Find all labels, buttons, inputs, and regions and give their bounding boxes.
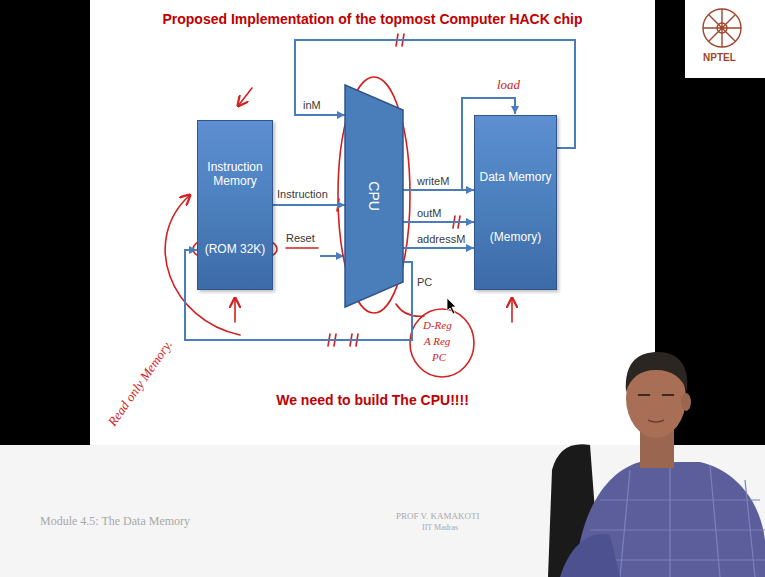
arm	[560, 534, 620, 577]
memory-block: Data Memory (Memory)	[474, 115, 557, 290]
eyes	[638, 394, 674, 396]
handwritten-note: D-Reg	[423, 319, 452, 332]
pen-circle	[338, 77, 410, 313]
module-caption: Module 4.5: The Data Memory	[40, 515, 190, 529]
signal-name: addressM	[416, 233, 466, 246]
handwritten-note: load	[497, 78, 520, 93]
signal-wire	[403, 189, 474, 191]
nptel-logo	[703, 9, 741, 47]
pen-arrow	[511, 298, 513, 322]
signal-name: writeM	[416, 175, 450, 188]
pen-annotations	[165, 34, 512, 377]
slide-ground	[0, 0, 765, 445]
slide-remark: We need to build The CPU!!!!	[90, 392, 655, 408]
video-bar	[685, 78, 765, 445]
pen-underline	[286, 247, 318, 249]
pen-arrow	[234, 298, 236, 322]
institute-name: IIT Madras	[422, 523, 458, 532]
reset-wire	[320, 255, 344, 257]
signal-name: outM	[416, 207, 442, 220]
logo-text: NPTEL	[703, 52, 736, 64]
cpu-label: CPU	[366, 167, 382, 225]
signal-name: Instruction	[276, 188, 329, 201]
lecturer-name: PROF V. KAMAKOTI	[396, 511, 479, 521]
signal-wire	[403, 221, 474, 223]
video-bar	[0, 0, 90, 445]
mouth	[648, 420, 664, 422]
memory-block: Instruction Memory (ROM 32K)	[197, 120, 273, 290]
signal-name: PC	[416, 276, 433, 289]
pen-circle	[410, 309, 474, 377]
block-label: Data Memory	[475, 171, 556, 185]
signal-name: Reset	[286, 232, 315, 245]
block-label: (Memory)	[475, 231, 556, 245]
signal-name: inM	[302, 99, 322, 112]
block-label: (ROM 32K)	[198, 243, 272, 257]
handwritten-note: A Reg	[424, 335, 450, 348]
pen-stroke	[396, 304, 424, 316]
cpu-block: CPU	[345, 85, 403, 307]
mouse-pointer	[447, 298, 456, 314]
signal-wire	[273, 204, 345, 206]
cpu-outline	[345, 85, 403, 307]
logo-spokes	[703, 9, 741, 47]
lecturer-figure	[548, 352, 765, 577]
slide-title: Proposed Implementation of the topmost C…	[90, 11, 655, 27]
pen-arrow	[238, 88, 252, 106]
hair	[626, 352, 688, 392]
block-label: Instruction Memory	[198, 161, 272, 189]
signal-wire	[403, 247, 474, 249]
logo-ring	[703, 9, 741, 47]
handwritten-note: PC	[432, 351, 446, 364]
ear	[681, 393, 691, 411]
